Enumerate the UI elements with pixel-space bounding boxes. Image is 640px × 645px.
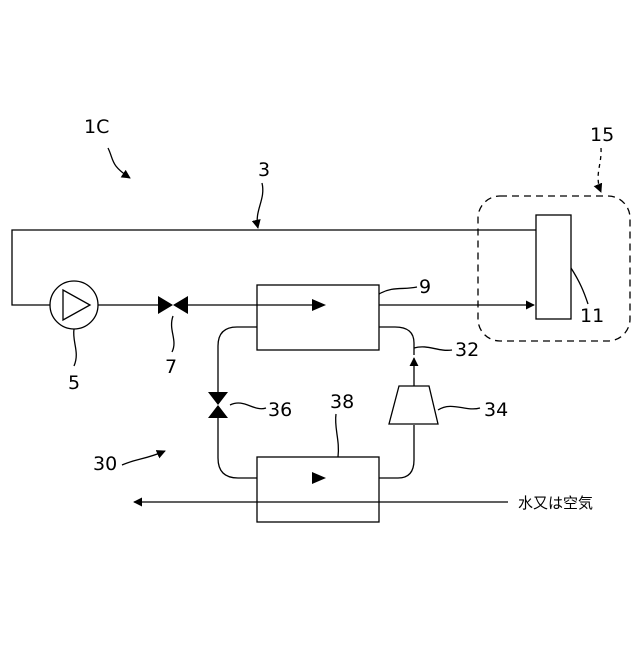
label-circuit-30: 30 — [93, 453, 117, 475]
valve-36 — [208, 392, 228, 418]
circuit-right-top — [379, 327, 414, 355]
leader-9 — [379, 287, 417, 294]
heat-exchanger-9 — [257, 285, 379, 350]
leader-34 — [438, 406, 480, 410]
label-hx-9: 9 — [419, 276, 431, 298]
pointer-3 — [257, 183, 263, 228]
leader-32 — [414, 347, 452, 350]
label-line-3: 3 — [258, 159, 270, 181]
load-11 — [536, 215, 571, 319]
label-load-11: 11 — [580, 305, 604, 327]
pointer-1c — [108, 148, 130, 178]
leader-7 — [172, 316, 174, 352]
pointer-15 — [598, 148, 601, 192]
heat-exchanger-38 — [257, 457, 379, 522]
leader-11 — [571, 268, 588, 304]
circuit-right-lower — [379, 425, 414, 478]
compressor-34 — [389, 386, 438, 424]
circuit-left-upper — [218, 327, 257, 392]
leader-38 — [336, 414, 339, 457]
label-pipe-32: 32 — [455, 339, 479, 361]
leader-36 — [230, 403, 266, 409]
label-compressor-34: 34 — [484, 399, 508, 421]
label-valve-7: 7 — [165, 356, 177, 378]
label-enclosure-15: 15 — [590, 124, 614, 146]
valve-7 — [158, 296, 188, 314]
label-pump-5: 5 — [68, 372, 80, 394]
pointer-30 — [122, 451, 165, 465]
label-hx-38: 38 — [330, 391, 354, 413]
label-system-1c: 1C — [84, 116, 109, 138]
circuit-left-lower — [218, 418, 257, 478]
label-medium: 水又は空気 — [518, 494, 593, 512]
label-valve-36: 36 — [268, 399, 292, 421]
leader-5 — [74, 329, 77, 366]
